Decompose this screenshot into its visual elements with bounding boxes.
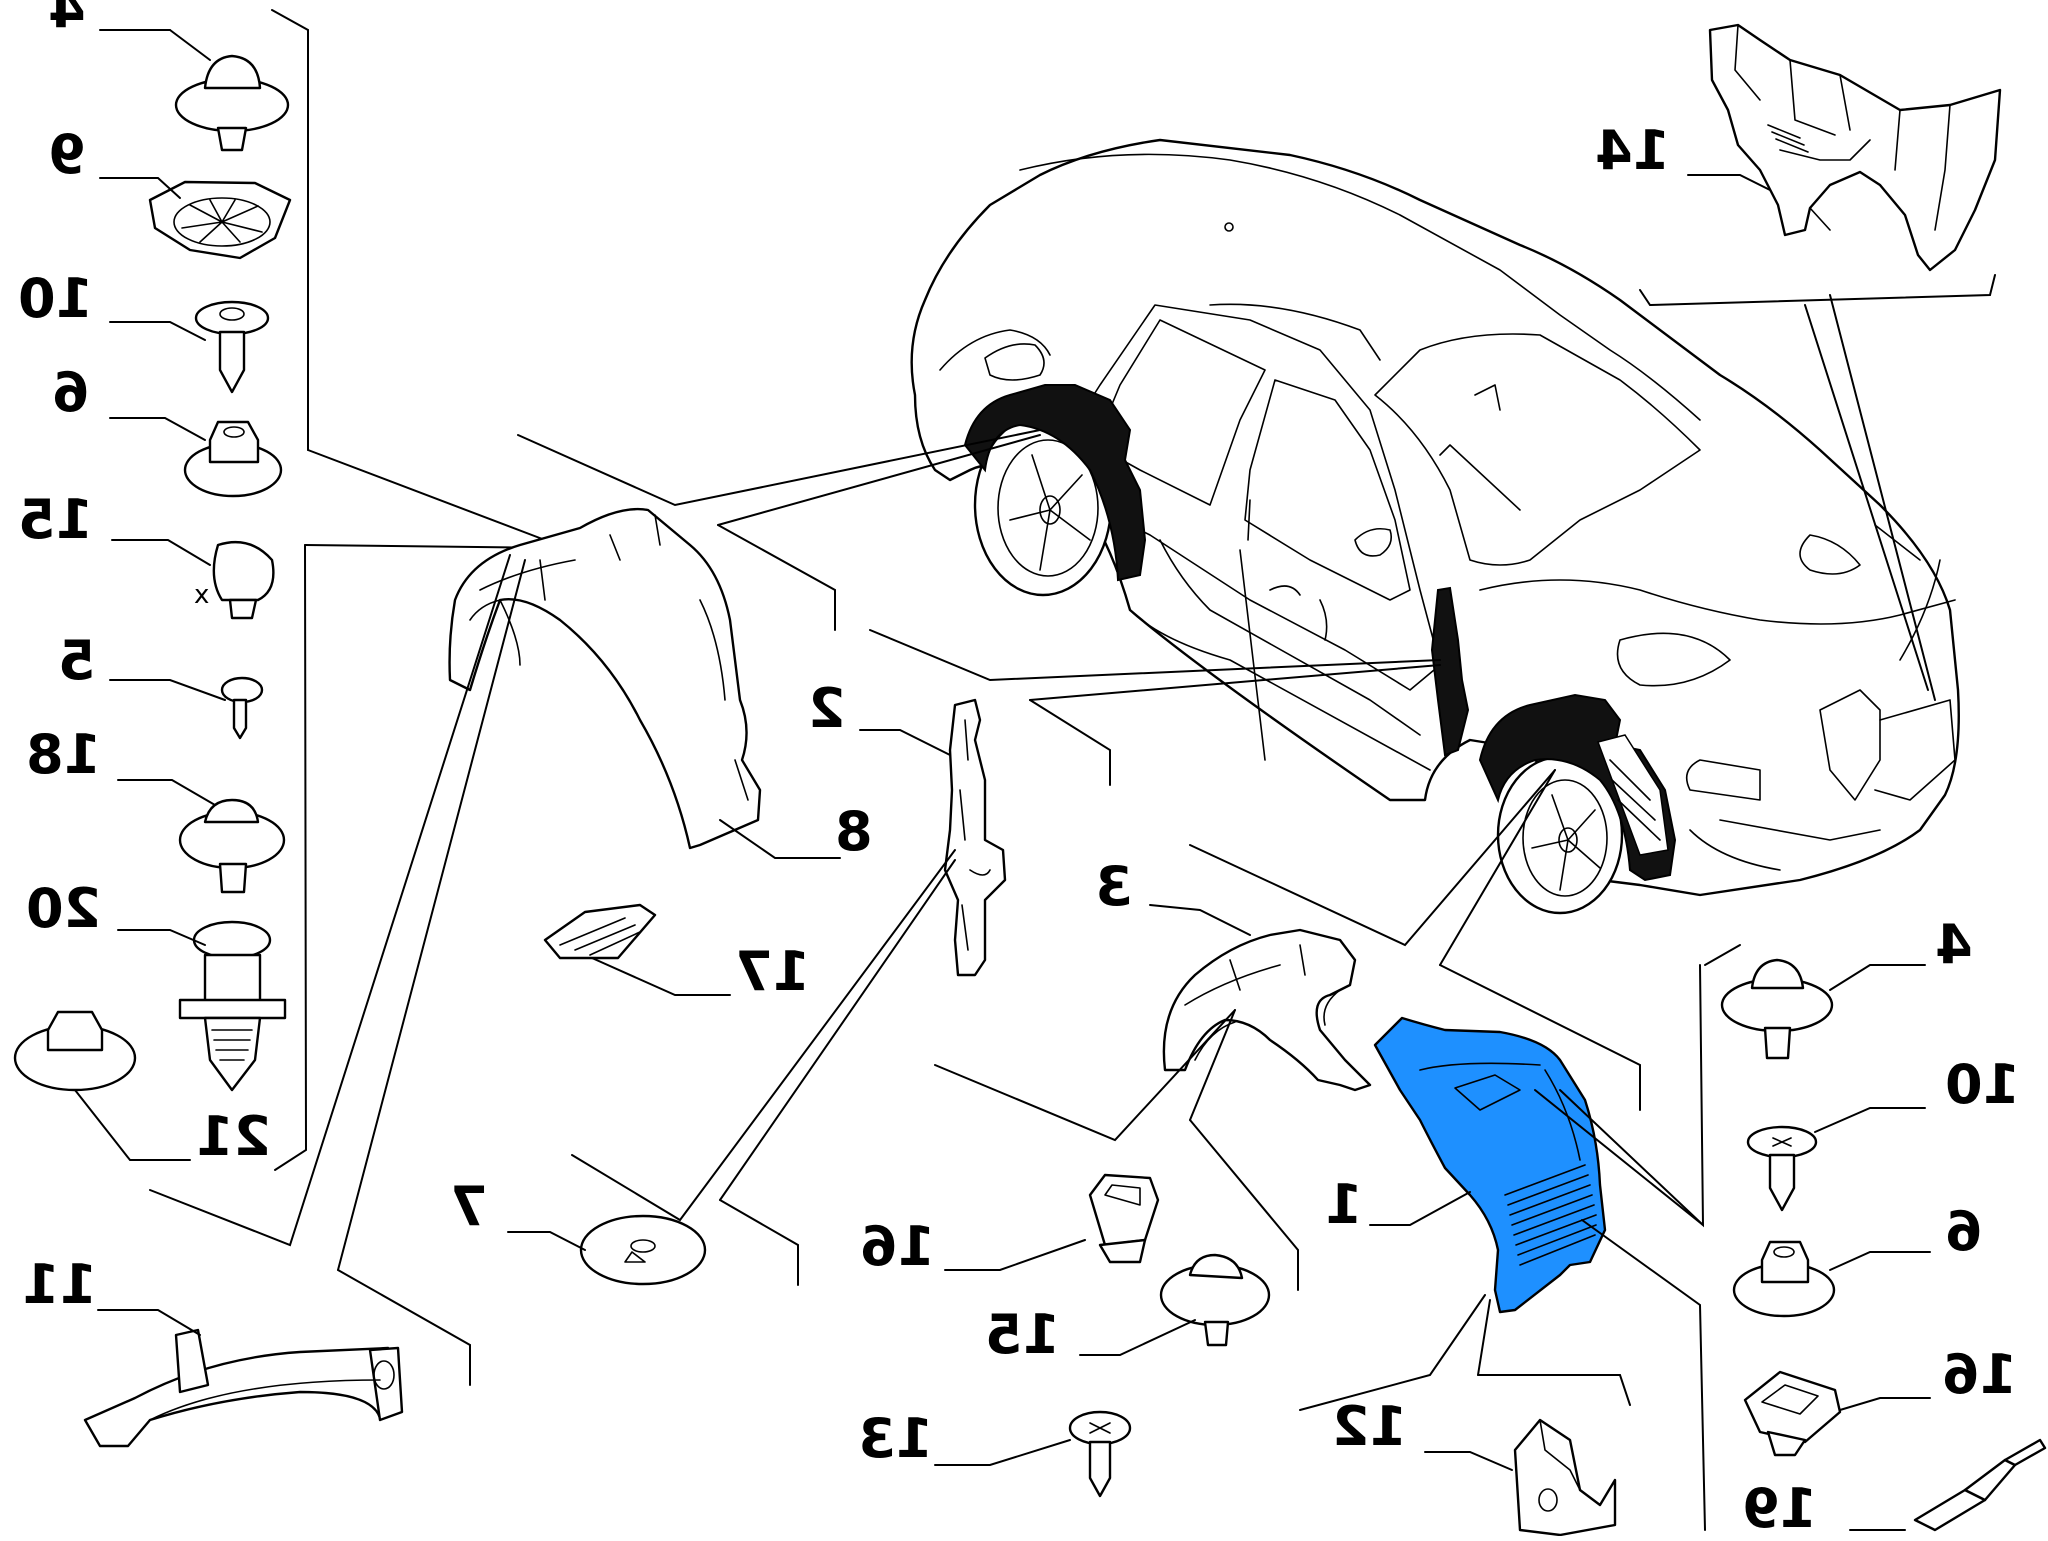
- part-2-pillar-seal: [859, 698, 1007, 977]
- callout-4-right: 4: [1935, 913, 1973, 976]
- part-12-clip: [1424, 1418, 1617, 1537]
- fastener-16-clip-middle: [944, 1173, 1160, 1271]
- fastener-18-push-rivet: [117, 779, 286, 894]
- callout-4-left: 4: [48, 0, 86, 40]
- part-1-highlighted-liner: [1369, 1016, 1607, 1314]
- fastener-9-washer: [99, 177, 292, 260]
- callout-18: 18: [26, 723, 102, 786]
- part-14-duct: [1687, 23, 2002, 272]
- callout-12: 12: [1332, 1395, 1408, 1458]
- callout-17: 17: [735, 940, 811, 1003]
- part-8-rear-arch-liner: [448, 507, 841, 859]
- fastener-16-clip-right: [1743, 1370, 1931, 1457]
- callout-16-right: 16: [1942, 1343, 2018, 1406]
- fastener-10-screw-left: [109, 300, 270, 394]
- car-body: [910, 138, 1960, 897]
- car-rear-liner-black: [963, 384, 1147, 582]
- callout-2: 2: [808, 677, 846, 740]
- right-column-bracket: [1534, 944, 1741, 1531]
- fastener-6-nut-right: [1732, 1240, 1931, 1318]
- part-11-arch-trim: [83, 1309, 404, 1448]
- fastener-4-right: [1720, 958, 1926, 1060]
- callout-7: 7: [450, 1175, 488, 1238]
- part-17-small-guard: [543, 903, 731, 996]
- callout-9: 9: [48, 123, 86, 186]
- fastener-6-nut-left: [109, 417, 283, 498]
- callout-5: 5: [58, 629, 96, 692]
- x-mark: x: [194, 580, 210, 610]
- callout-21: 21: [196, 1105, 272, 1168]
- car-front-liner-black: [1478, 693, 1677, 882]
- fastener-15-clip-left: [111, 539, 275, 620]
- callout-10-left: 10: [18, 267, 94, 330]
- part-3-front-arch-liner: [1149, 904, 1372, 1092]
- callout-13: 13: [858, 1407, 934, 1470]
- callout-6-right: 6: [1945, 1200, 1983, 1263]
- fastener-20-push-clip: [117, 920, 287, 1092]
- fastener-19-rivet: [1849, 1438, 2047, 1532]
- callout-11: 11: [22, 1253, 98, 1316]
- callout-1: 1: [1325, 1173, 1363, 1236]
- callout-15-left: 15: [18, 488, 94, 551]
- fastener-15-rivet-middle: [1079, 1253, 1271, 1356]
- car-pillar-seal-black: [1430, 586, 1470, 757]
- callout-20: 20: [26, 877, 102, 940]
- callout-19: 19: [1742, 1477, 1818, 1540]
- callout-16-mid: 16: [860, 1215, 936, 1278]
- fastener-5-pin: [109, 676, 264, 740]
- callout-3: 3: [1095, 855, 1133, 918]
- fastener-13-screw: [934, 1410, 1132, 1498]
- callout-6-left: 6: [52, 361, 90, 424]
- callout-8: 8: [835, 800, 873, 863]
- callout-14: 14: [1595, 119, 1671, 182]
- fastener-21-flange-nut: [13, 1010, 191, 1161]
- fastener-10-screw-right: [1746, 1107, 1926, 1212]
- leader-lines: [149, 274, 1996, 1411]
- callout-10-right: 10: [1945, 1053, 2021, 1116]
- fastener-4-top-left: [99, 29, 290, 152]
- callout-15-mid: 15: [985, 1303, 1061, 1366]
- part-7-disc: [507, 1214, 707, 1286]
